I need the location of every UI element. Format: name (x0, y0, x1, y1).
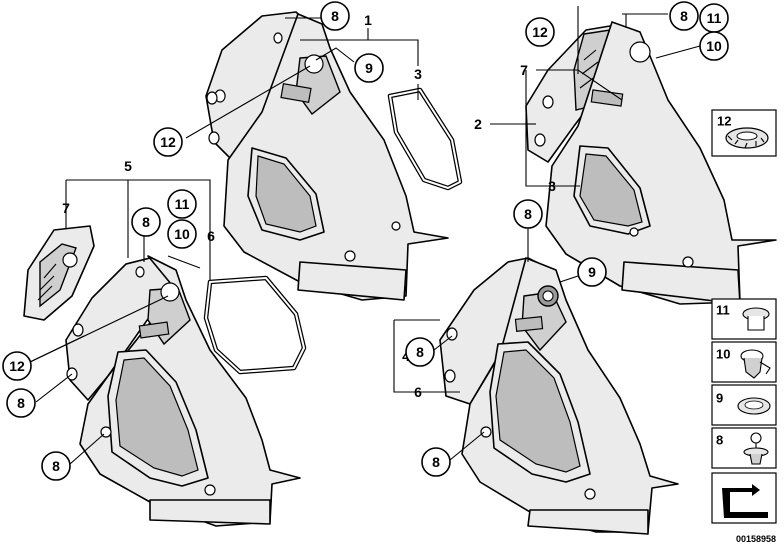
callout-8-left-top: 8 (131, 207, 161, 237)
svg-text:8: 8 (17, 395, 25, 411)
label-6-left: 6 (207, 228, 215, 244)
svg-text:11: 11 (175, 196, 190, 212)
label-2: 2 (474, 116, 482, 132)
legend-8-number: 8 (716, 433, 723, 448)
callout-8-bottom-center-top: 8 (513, 199, 543, 229)
clip-12-detail: 12 (711, 109, 777, 157)
direction-arrow-icon (722, 484, 768, 518)
callout-11-left: 11 (167, 189, 197, 219)
label-7-top-right: 7 (520, 62, 528, 78)
callout-9-bottom-center: 9 (577, 257, 607, 287)
callout-8-bottom-center-bottom: 8 (421, 447, 451, 477)
callout-8-left-bottom: 8 (41, 451, 71, 481)
svg-text:12: 12 (9, 358, 25, 374)
svg-text:8: 8 (331, 8, 339, 24)
callout-12-left: 12 (2, 351, 32, 381)
label-6-bottom: 6 (414, 384, 422, 400)
svg-text:12: 12 (532, 24, 548, 40)
legend-11-number: 11 (716, 303, 730, 318)
fastener-legend: 11 10 9 8 (711, 298, 777, 524)
svg-text:8: 8 (142, 214, 150, 230)
callout-8-top-right: 8 (669, 1, 699, 31)
svg-text:8: 8 (432, 454, 440, 470)
svg-text:12: 12 (717, 114, 731, 129)
label-7-left: 7 (62, 200, 70, 216)
callout-11-top-right: 11 (699, 3, 729, 33)
expanding-rivet-icon (742, 307, 770, 331)
clip-nut-icon (740, 349, 771, 379)
callout-9-top-center: 9 (354, 53, 384, 83)
callout-12-top-center: 12 (153, 127, 183, 157)
svg-text:8: 8 (416, 344, 424, 360)
svg-text:8: 8 (524, 206, 532, 222)
callout-8-left-middle: 8 (6, 388, 36, 418)
svg-text:10: 10 (174, 226, 190, 242)
label-5: 5 (124, 158, 132, 174)
callout-8-top-center: 8 (320, 1, 350, 31)
svg-text:10: 10 (706, 38, 722, 54)
callout-8-bottom-center-middle: 8 (405, 337, 435, 367)
trim-panel-assembly-top-center (185, 11, 463, 301)
push-button-fastener-icon (743, 432, 769, 465)
svg-text:12: 12 (160, 134, 176, 150)
trim-panel-assembly-bottom-center (393, 228, 679, 535)
trim-panel-assembly-left (23, 179, 307, 527)
legend-10-number: 10 (716, 347, 730, 362)
callout-12-top-right: 12 (525, 17, 555, 47)
label-3-top-right: 3 (548, 178, 556, 194)
diagram-code: 00158958 (736, 534, 776, 544)
svg-text:11: 11 (707, 10, 722, 26)
label-3-top: 3 (414, 66, 422, 82)
svg-text:9: 9 (588, 264, 596, 280)
legend-9-number: 9 (716, 391, 723, 406)
cover-cap-icon (737, 397, 771, 415)
callout-10-top-right: 10 (699, 31, 729, 61)
svg-text:8: 8 (680, 8, 688, 24)
svg-text:8: 8 (52, 458, 60, 474)
label-1: 1 (364, 12, 372, 28)
svg-text:9: 9 (365, 60, 373, 76)
callout-10-left: 10 (167, 219, 197, 249)
trim-panel-assembly-top-right (525, 6, 777, 305)
